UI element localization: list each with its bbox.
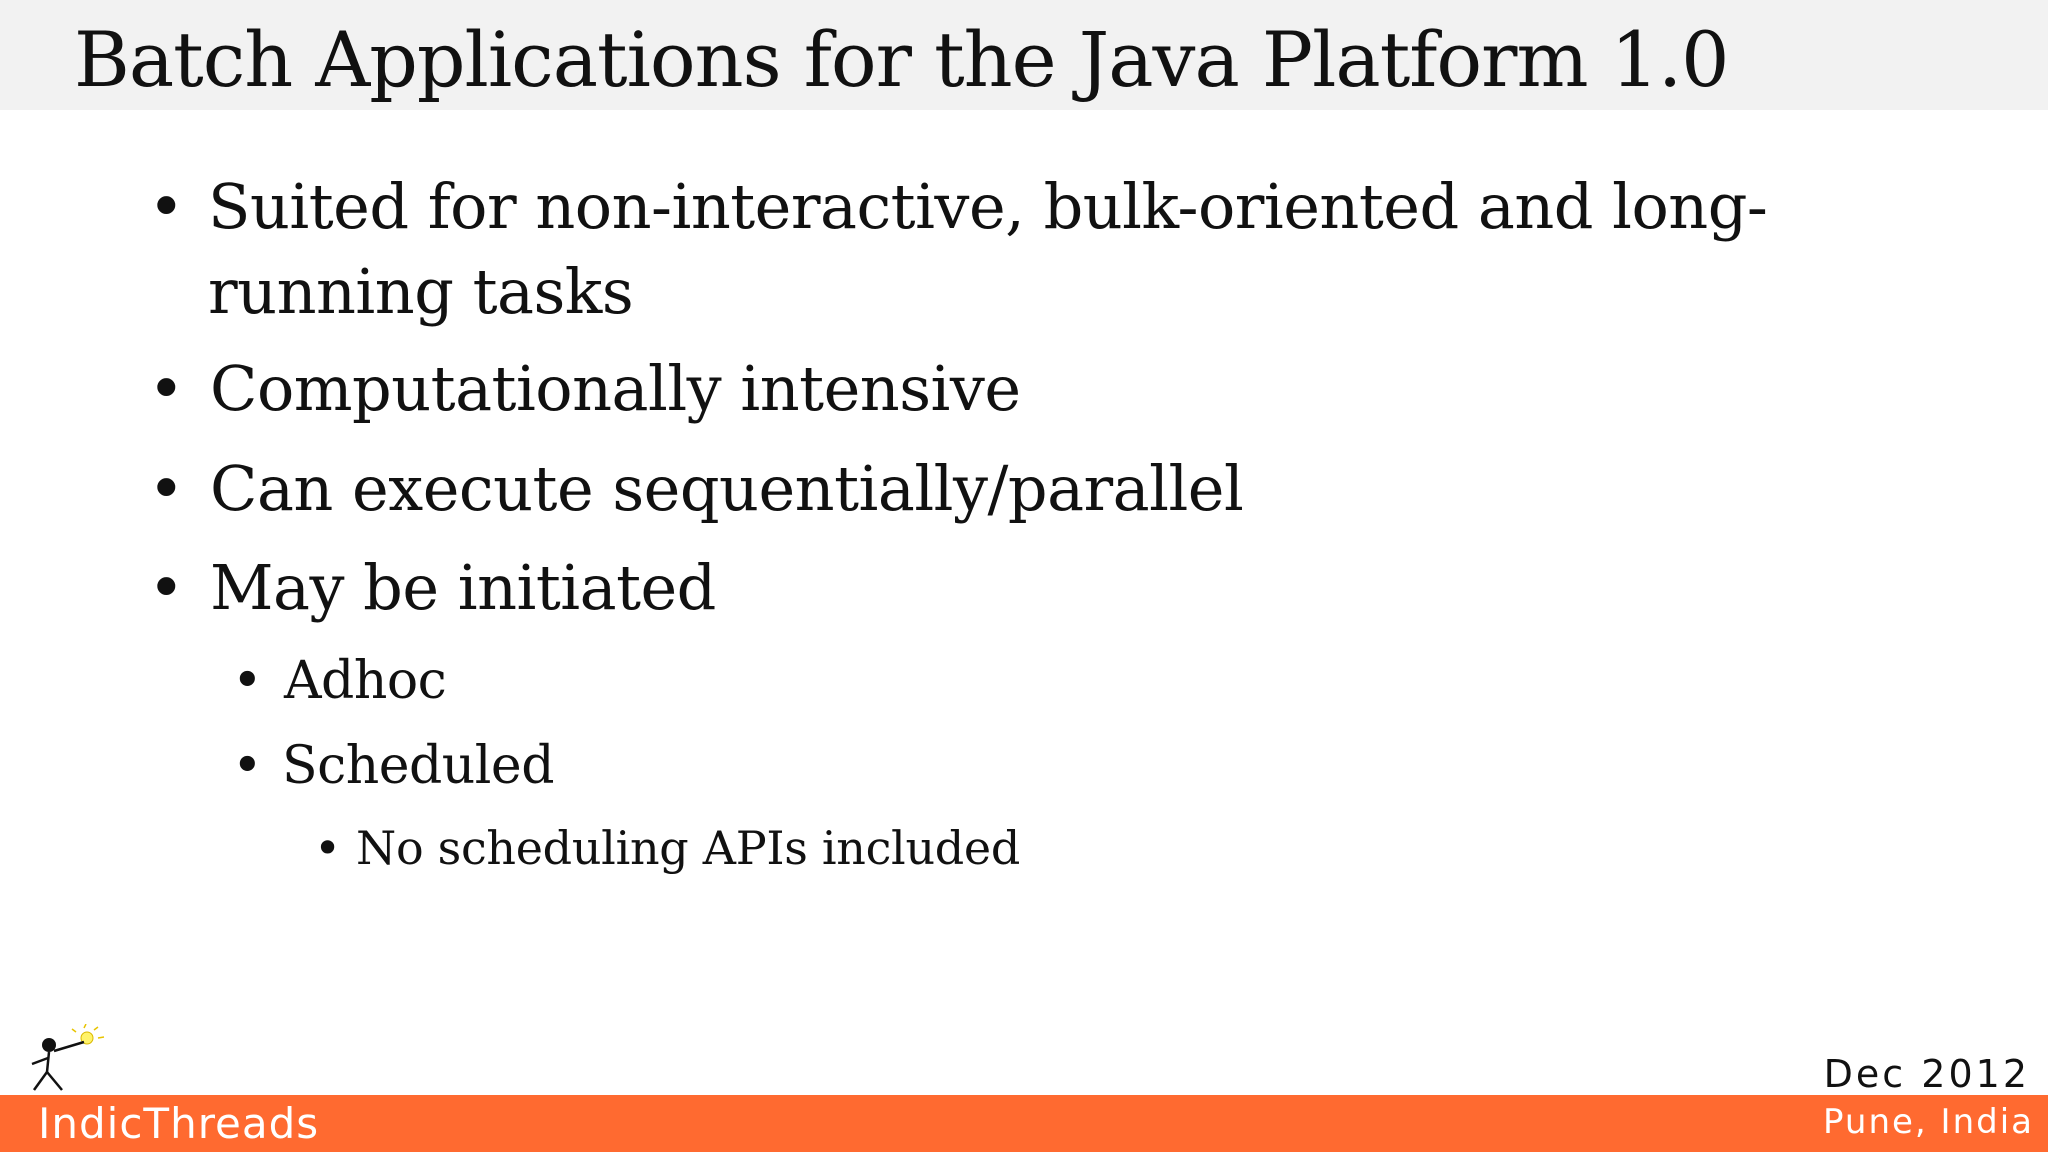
slide-title: Batch Applications for the Java Platform…: [74, 15, 1730, 104]
bullet-glyph: •: [148, 170, 185, 243]
bullet-text: May be initiated: [210, 551, 716, 624]
stick-figure-lightbulb-icon: [31, 1024, 105, 1091]
bullet-text: Scheduled: [282, 736, 554, 796]
bullet-glyph: •: [148, 551, 185, 624]
bullet-text: Can execute sequentially/parallel: [210, 452, 1244, 525]
bullet-text-continued: running tasks: [208, 255, 634, 328]
bullet-text: Adhoc: [284, 651, 447, 711]
event-date: Dec 2012: [1823, 1052, 2030, 1096]
event-location: Pune, India: [1823, 1102, 2034, 1142]
bullet-glyph: •: [232, 736, 263, 796]
bullet-text: No scheduling APIs included: [356, 821, 1020, 875]
bullet-glyph: •: [232, 651, 263, 711]
title-bar: [0, 0, 2048, 110]
bullet-glyph: •: [148, 452, 185, 525]
footer-bar: [0, 1095, 2048, 1152]
bullet-glyph: •: [148, 352, 185, 425]
bullet-glyph: •: [314, 821, 341, 875]
bullet-text: Computationally intensive: [210, 352, 1021, 425]
brand-name: IndicThreads: [38, 1099, 320, 1148]
bullet-text: Suited for non-interactive, bulk-oriente…: [208, 170, 1768, 243]
